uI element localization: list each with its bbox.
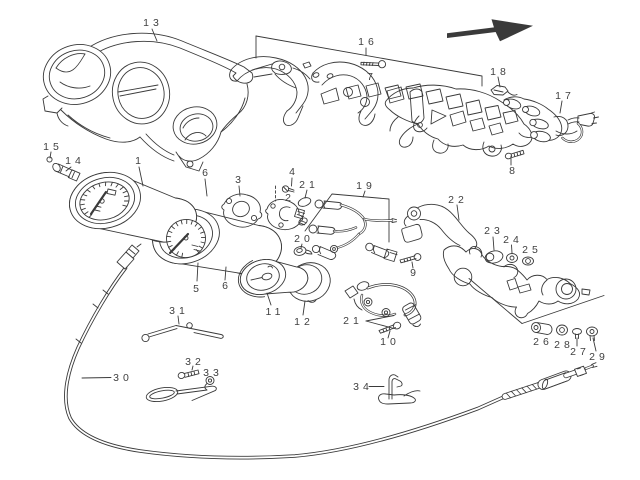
- svg-text:7: 7: [367, 71, 377, 83]
- svg-text:16: 16: [358, 36, 378, 48]
- svg-text:21: 21: [299, 179, 319, 191]
- svg-text:1: 1: [135, 155, 145, 167]
- svg-text:15: 15: [43, 141, 63, 153]
- svg-text:11: 11: [266, 306, 285, 318]
- svg-text:24: 24: [503, 234, 523, 246]
- svg-text:4: 4: [289, 166, 299, 178]
- svg-text:12: 12: [294, 316, 314, 328]
- svg-text:18: 18: [490, 66, 510, 78]
- svg-text:29: 29: [589, 351, 609, 363]
- svg-text:19: 19: [356, 180, 376, 192]
- svg-text:34: 34: [353, 381, 373, 393]
- svg-text:5: 5: [193, 283, 203, 295]
- svg-text:2: 2: [285, 192, 295, 204]
- svg-text:23: 23: [484, 225, 504, 237]
- svg-text:31: 31: [169, 305, 189, 317]
- svg-text:21: 21: [343, 315, 363, 327]
- svg-text:25: 25: [522, 244, 542, 256]
- svg-text:27: 27: [570, 346, 590, 358]
- svg-text:26: 26: [533, 336, 553, 348]
- svg-text:10: 10: [380, 336, 400, 348]
- svg-text:6: 6: [202, 167, 212, 179]
- svg-text:8: 8: [509, 165, 519, 177]
- svg-text:30: 30: [113, 372, 133, 384]
- svg-text:17: 17: [555, 90, 575, 102]
- svg-text:28: 28: [554, 339, 574, 351]
- svg-text:32: 32: [185, 356, 205, 368]
- svg-text:3: 3: [235, 174, 245, 186]
- svg-text:22: 22: [448, 194, 468, 206]
- svg-text:9: 9: [410, 267, 420, 279]
- svg-text:14: 14: [65, 155, 85, 167]
- svg-text:6: 6: [222, 280, 232, 292]
- svg-text:33: 33: [203, 367, 223, 379]
- svg-text:13: 13: [143, 17, 163, 29]
- svg-text:20: 20: [294, 233, 314, 245]
